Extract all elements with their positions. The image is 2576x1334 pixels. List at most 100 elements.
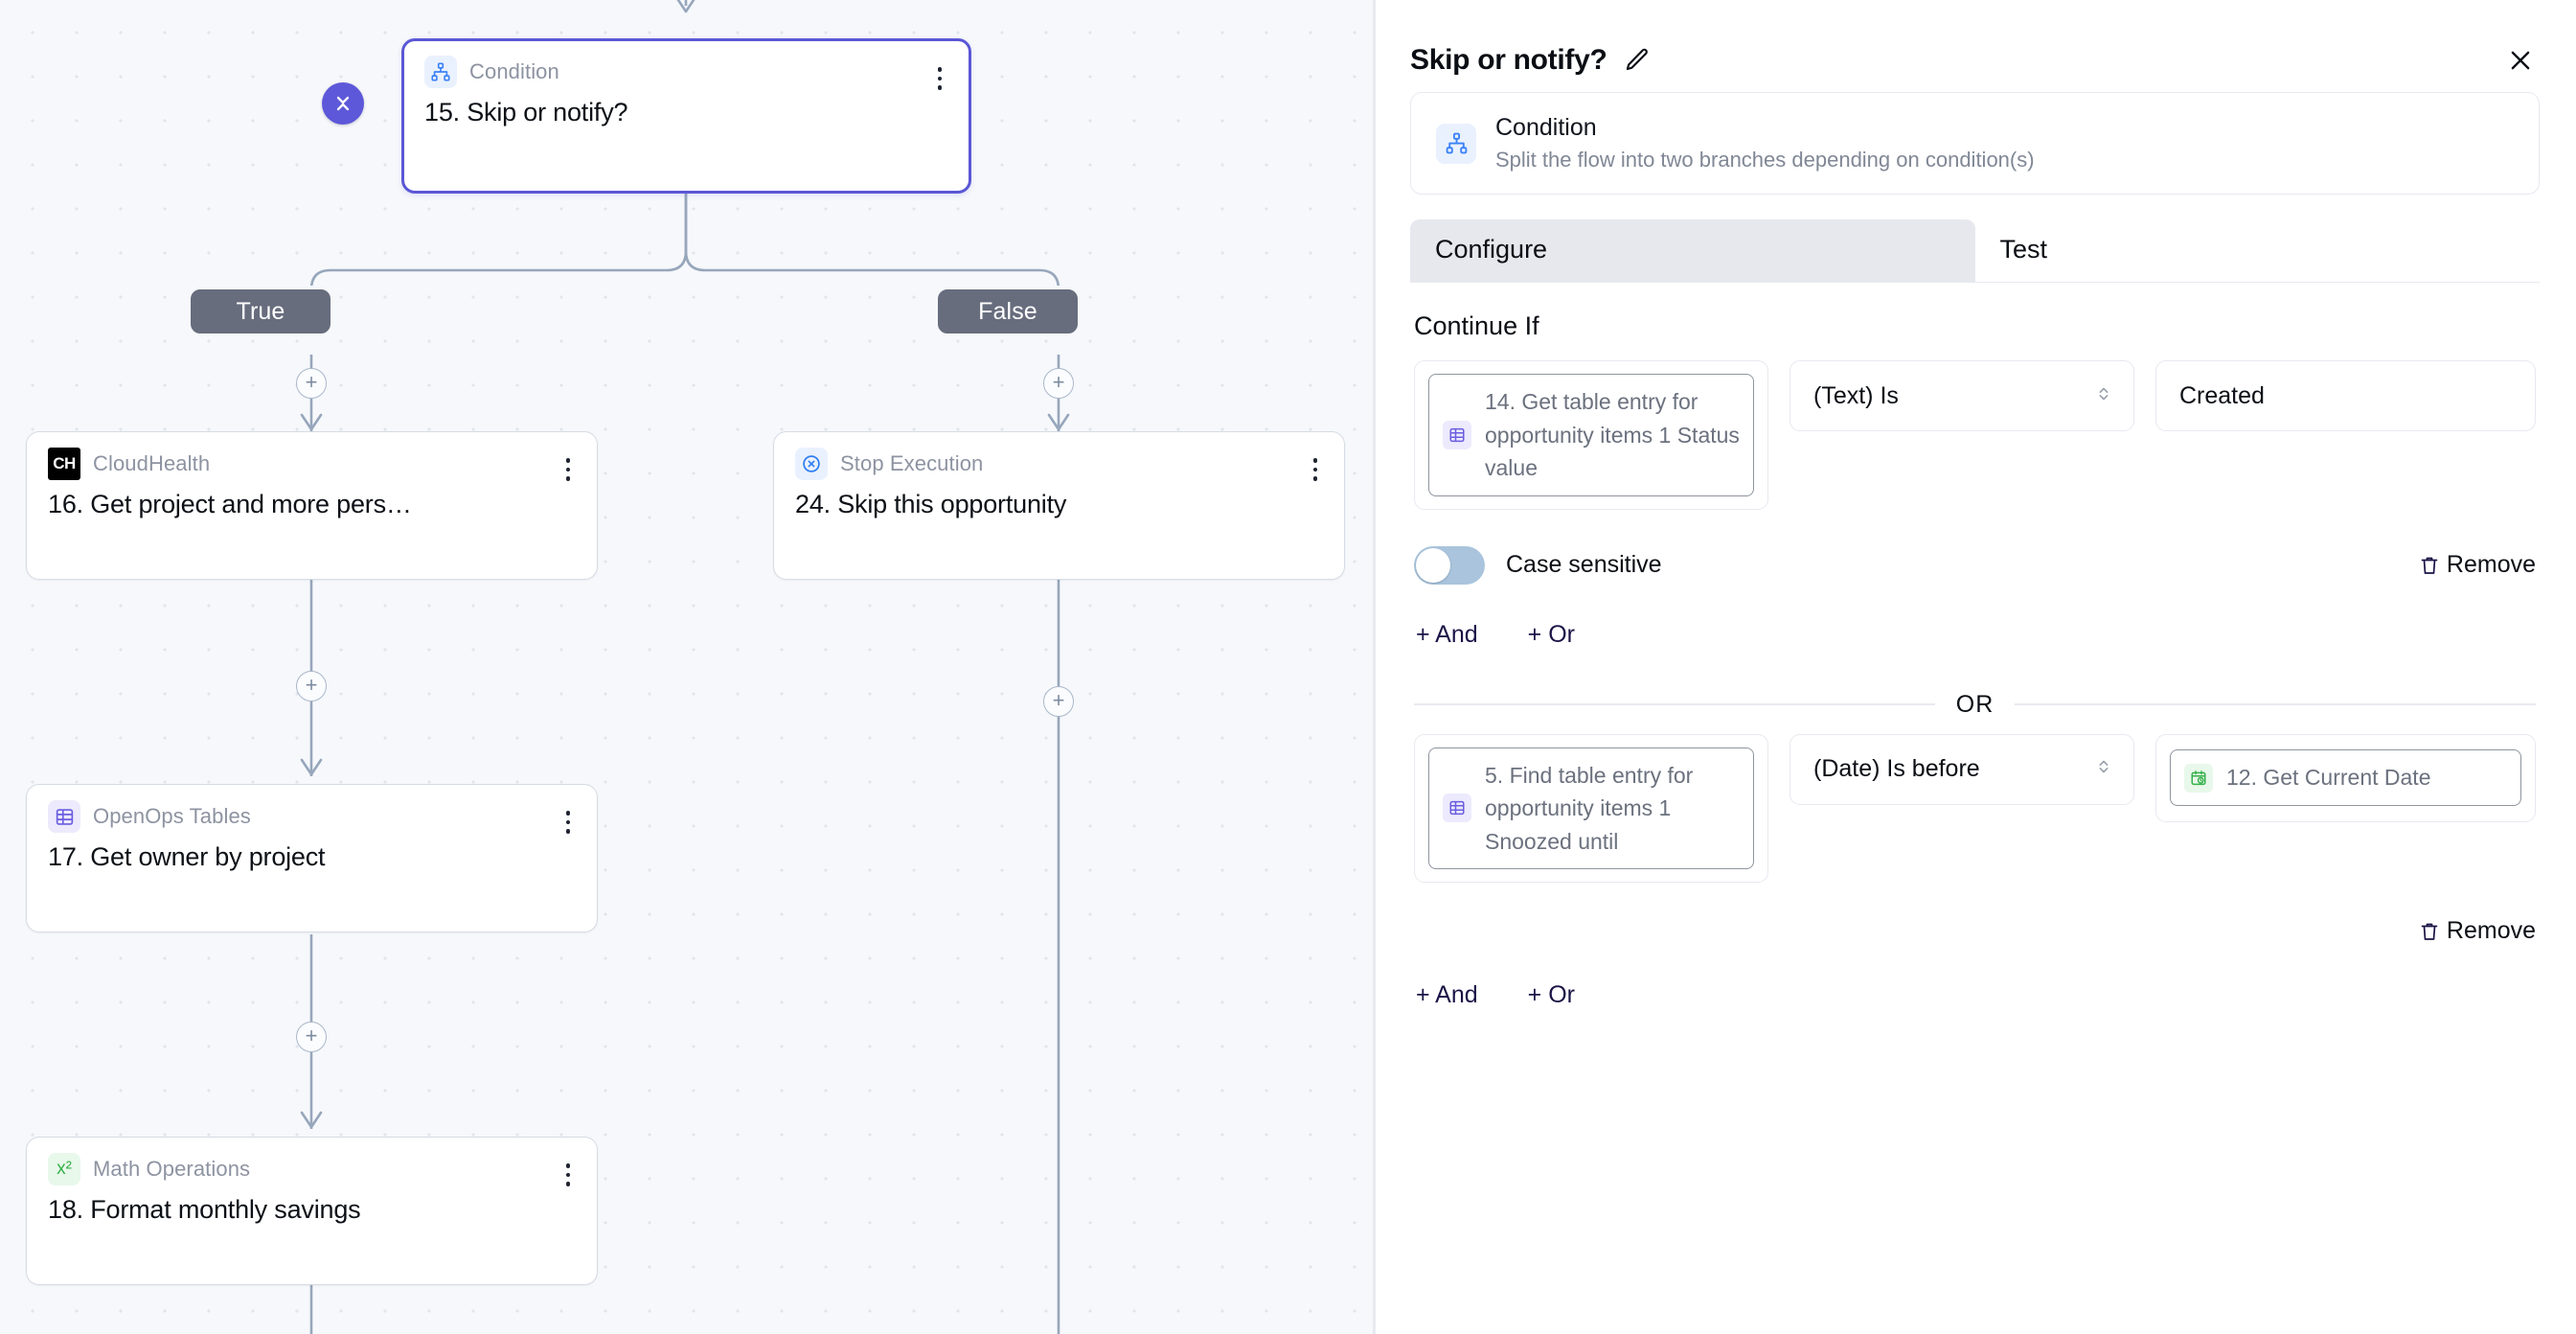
node-title: 24. Skip this opportunity [795,490,1067,518]
branch-label: True [236,297,285,325]
collapse-chevrons-icon [336,96,350,111]
trash-icon [2421,557,2438,574]
table-icon [1443,420,1471,449]
flow-node-stop-execution[interactable]: Stop Execution 24. Skip this opportunity [773,431,1345,580]
pencil-icon[interactable] [1623,46,1652,75]
node-menu-button[interactable] [559,806,578,839]
add-step-button-false-branch[interactable] [1043,368,1074,399]
node-menu-button[interactable] [559,453,578,486]
condition-value-text: Created [2179,381,2265,409]
node-menu-button[interactable] [930,62,949,95]
node-kind-label: CloudHealth [93,451,211,475]
add-step-button-after-24[interactable] [1043,686,1074,717]
math-icon: x² [48,1153,80,1185]
branch-pill-false[interactable]: False [934,286,1082,337]
mention-chip[interactable]: 14. Get table entry for opportunity item… [1428,374,1754,496]
condition-icon [424,56,457,88]
condition-group-2: 5. Find table entry for opportunity item… [1410,724,2540,883]
node-header: Stop Execution [795,448,1323,480]
piece-name: Condition [1495,114,1597,141]
or-label: OR [1955,690,1995,718]
add-condition-row-1: + And + Or [1410,585,2540,649]
branch-label: False [978,297,1037,325]
panel-tabs: Configure Test [1410,219,2540,283]
remove-row-2: Remove [1410,883,2540,945]
node-kind-label: OpenOps Tables [93,804,251,828]
mention-label: 12. Get Current Date [2226,765,2431,791]
case-sensitive-label: Case sensitive [1506,551,1662,578]
cloudhealth-icon: CH [48,448,80,480]
condition-icon [1436,123,1476,164]
remove-label: Remove [2446,917,2536,944]
flow-canvas[interactable]: Condition 15. Skip or notify? True False… [0,0,1374,1334]
node-header: OpenOps Tables [48,800,576,833]
flow-node-openops-tables[interactable]: OpenOps Tables 17. Get owner by project [26,784,598,932]
section-title-continue-if: Continue If [1414,311,1539,340]
close-icon[interactable] [2501,41,2540,80]
add-and-button-1[interactable]: + And [1416,620,1478,648]
flow-node-math-operations[interactable]: x² Math Operations 18. Format monthly sa… [26,1137,598,1285]
chevron-updown-icon [2093,756,2114,782]
node-title: 16. Get project and more pers… [48,490,412,518]
node-title: 15. Skip or notify? [424,98,628,126]
tab-configure[interactable]: Configure [1410,219,1975,282]
table-icon [48,800,80,833]
panel-title: Skip or notify? [1410,44,1607,76]
node-kind-label: Math Operations [93,1157,251,1181]
panel-left-divider [1374,0,1376,1334]
table-icon [1443,794,1471,823]
tab-label: Test [1999,235,2048,264]
panel-header: Skip or notify? [1410,0,2540,82]
chevron-updown-icon [2093,383,2114,409]
canvas-right-edge [1373,0,1374,1334]
mention-chip[interactable]: 12. Get Current Date [2170,749,2521,806]
node-kind-label: Condition [469,59,559,83]
condition-value-input-2[interactable]: 12. Get Current Date [2155,733,2536,822]
mention-label: 5. Find table entry for opportunity item… [1485,762,1694,854]
or-divider: OR [1410,649,2540,724]
node-header: CH CloudHealth [48,448,576,480]
operator-label: (Text) Is [1813,381,1899,409]
collapse-branch-button[interactable] [322,82,364,125]
condition-field-input-2[interactable]: 5. Find table entry for opportunity item… [1414,733,1768,883]
piece-info-text: Condition Split the flow into two branch… [1495,114,2035,172]
remove-label: Remove [2446,551,2536,578]
node-header: Condition [424,56,948,88]
node-header: x² Math Operations [48,1153,576,1185]
remove-condition-button-2[interactable]: Remove [2418,917,2536,945]
add-or-button-2[interactable]: + Or [1527,981,1575,1008]
step-settings-panel: Skip or notify? [1374,0,2576,1334]
condition-group-1: 14. Get table entry for opportunity item… [1410,351,2540,510]
remove-condition-button-1[interactable]: Remove [2418,551,2536,579]
divider-line-right [2015,703,2536,705]
toggle-knob [1416,547,1450,583]
add-step-button-true-branch[interactable] [296,368,327,399]
add-or-button-1[interactable]: + Or [1527,620,1575,648]
condition-value-input-1[interactable]: Created [2155,360,2536,431]
calendar-clock-icon [2184,763,2213,793]
stop-execution-icon [795,448,828,480]
tab-label: Configure [1435,235,1548,264]
tab-test[interactable]: Test [1974,219,2540,282]
case-sensitive-toggle[interactable] [1414,545,1485,585]
flow-edges [300,0,1070,1334]
add-and-button-2[interactable]: + And [1416,981,1478,1008]
mention-chip[interactable]: 5. Find table entry for opportunity item… [1428,747,1754,869]
add-step-button-after-16[interactable] [296,671,327,702]
condition-operator-select-1[interactable]: (Text) Is [1790,360,2134,431]
node-menu-button[interactable] [1306,453,1325,486]
condition-field-input-1[interactable]: 14. Get table entry for opportunity item… [1414,360,1768,510]
node-kind-label: Stop Execution [840,451,984,475]
node-title: 18. Format monthly savings [48,1195,361,1224]
divider-line-left [1414,703,1935,705]
operator-label: (Date) Is before [1813,755,1980,782]
condition-operator-select-2[interactable]: (Date) Is before [1790,733,2134,805]
branch-pill-true[interactable]: True [187,286,334,337]
node-menu-button[interactable] [559,1159,578,1191]
node-title: 17. Get owner by project [48,842,326,871]
flow-node-condition[interactable]: Condition 15. Skip or notify? [401,38,971,194]
piece-info-card: Condition Split the flow into two branch… [1410,92,2540,195]
flow-node-cloudhealth[interactable]: CH CloudHealth 16. Get project and more … [26,431,598,580]
mention-label: 14. Get table entry for opportunity item… [1485,389,1740,480]
add-step-button-after-17[interactable] [296,1022,327,1052]
